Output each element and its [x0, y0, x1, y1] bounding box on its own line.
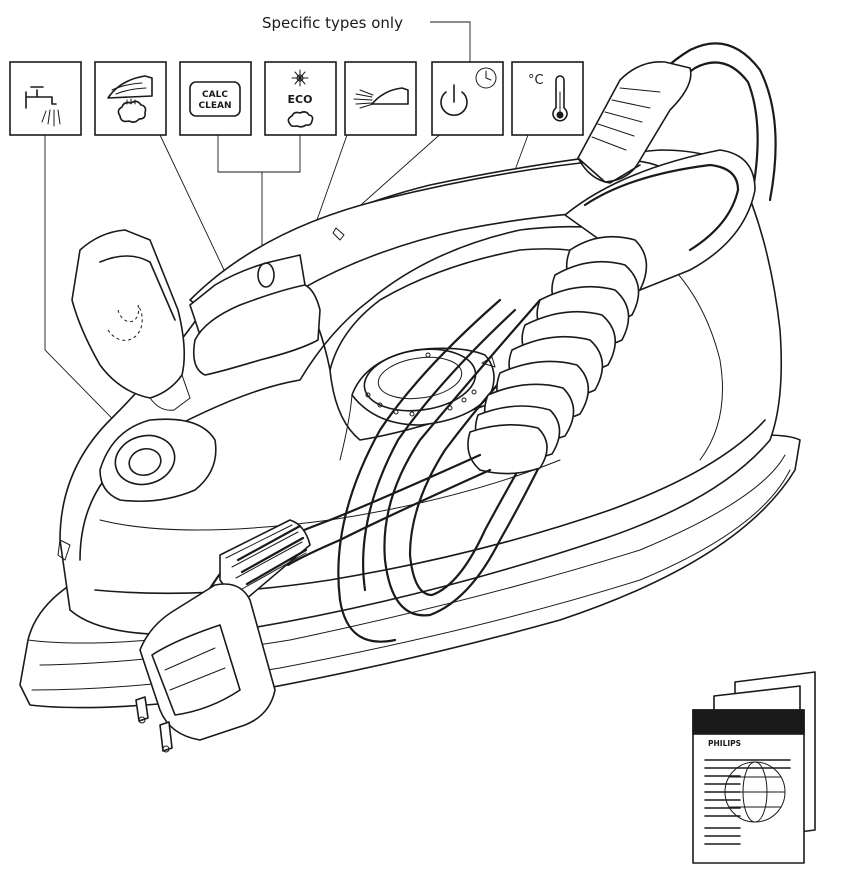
water-tap-icon	[9, 61, 82, 136]
clean-label: CLEAN	[199, 101, 232, 111]
leader-steam	[159, 134, 226, 273]
spray-button	[192, 284, 321, 376]
calc-label: CALC	[202, 90, 228, 100]
eco-label: ECO	[288, 93, 313, 106]
leader-calc-eco	[217, 135, 301, 258]
iron-handle	[189, 159, 681, 331]
calc-clean-button	[257, 262, 275, 288]
power-cord	[135, 42, 777, 753]
cord-guard	[577, 61, 692, 183]
auto-shutoff-icon	[431, 61, 504, 136]
water-filling-door	[71, 229, 186, 399]
cord-coil	[467, 235, 648, 475]
steam-iron-icon	[94, 61, 167, 136]
plug-pin-right	[159, 721, 173, 752]
plug-pin-left	[135, 696, 149, 722]
specific-types-label: Specific types only	[262, 14, 403, 32]
spray-icon	[344, 61, 417, 136]
calc-clean-icon: CALC CLEAN	[179, 61, 252, 136]
eco-steam-icon: ECO	[264, 61, 337, 136]
user-manual: PHILIPS	[692, 671, 816, 864]
power-plug	[139, 583, 276, 741]
manual-brand: PHILIPS	[708, 739, 741, 748]
thermometer-icon: °C	[511, 61, 584, 136]
water-inlet	[99, 418, 217, 503]
manual-cover	[692, 709, 805, 864]
temperature-unit-label: °C	[528, 73, 544, 88]
